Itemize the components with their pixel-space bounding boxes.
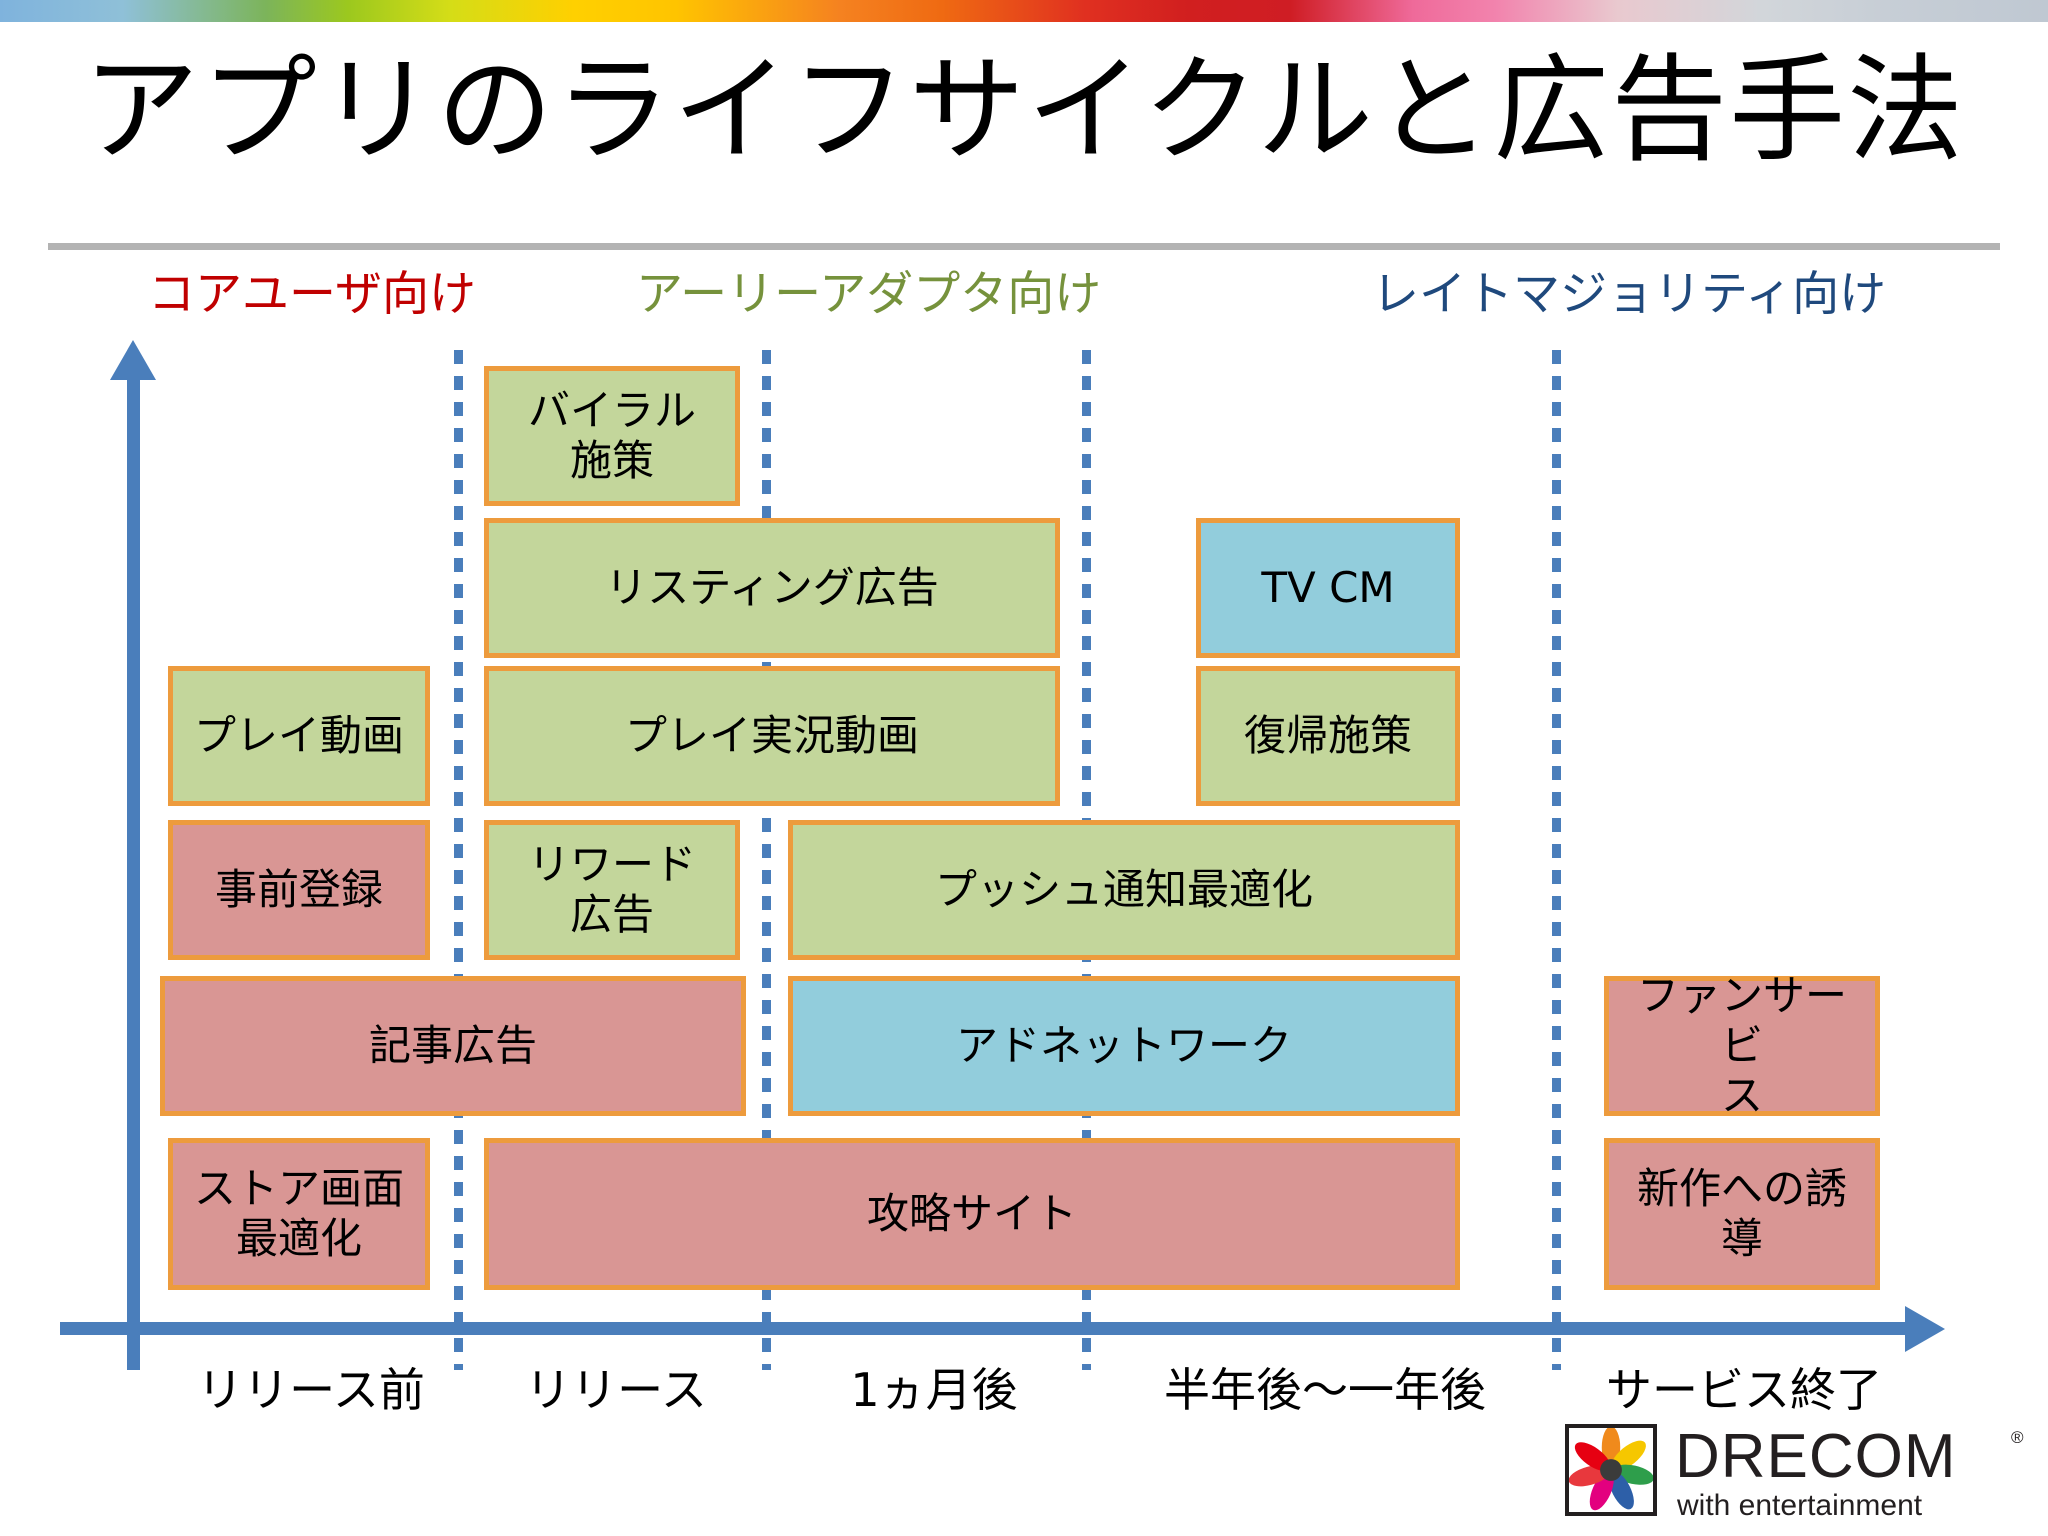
- rainbow-gradient-bar: [0, 0, 2048, 22]
- tactic-box-play-video[interactable]: プレイ動画: [168, 666, 430, 806]
- tactic-box-article-ads[interactable]: 記事広告: [160, 976, 746, 1116]
- tactic-box-push-notification-optimization[interactable]: プッシュ通知最適化: [788, 820, 1460, 960]
- phase-divider-4: [1552, 350, 1561, 1370]
- tactic-box-walkthrough-site[interactable]: 攻略サイト: [484, 1138, 1460, 1290]
- rainbow-fade: [0, 22, 2048, 36]
- x-axis-line: [60, 1322, 1912, 1335]
- phase-divider-1: [454, 350, 463, 1370]
- tactic-box-preregistration[interactable]: 事前登録: [168, 820, 430, 960]
- drecom-tagline: with entertainment: [1677, 1489, 1923, 1522]
- registered-trademark-icon: ®: [2011, 1428, 2024, 1447]
- segment-header-late-majority: レイトマジョリティ向け: [1372, 267, 1887, 320]
- drecom-logo: DRECOM ® with entertainment: [1565, 1424, 2035, 1528]
- tactic-box-return-campaign[interactable]: 復帰施策: [1196, 666, 1460, 806]
- tactic-box-new-title-funnel[interactable]: 新作への誘導: [1604, 1138, 1880, 1290]
- axis-tick-pre-release: リリース前: [197, 1363, 425, 1417]
- x-axis-arrowhead-icon: [1905, 1306, 1945, 1352]
- tactic-box-fan-service[interactable]: ファンサービス: [1604, 971, 1880, 1120]
- axis-tick-service-end: サービス終了: [1606, 1363, 1882, 1417]
- y-axis-line: [127, 372, 140, 1370]
- drecom-flower-icon: [1565, 1424, 1657, 1516]
- segment-header-early-adopters: アーリーアダプタ向け: [636, 267, 1102, 320]
- tactic-box-tv-cm[interactable]: TV CM: [1196, 518, 1460, 658]
- tactic-box-listing-ads[interactable]: リスティング広告: [484, 518, 1060, 658]
- drecom-wordmark: DRECOM: [1675, 1422, 1957, 1491]
- axis-tick-release: リリース: [525, 1363, 707, 1417]
- axis-tick-one-month: 1ヵ月後: [850, 1363, 1018, 1417]
- tactic-box-play-commentary-video[interactable]: プレイ実況動画: [484, 666, 1060, 806]
- tactic-box-reward-ads[interactable]: リワード広告: [484, 820, 740, 960]
- phase-divider-2: [762, 350, 771, 1370]
- axis-tick-half-to-one-year: 半年後～一年後: [1164, 1363, 1486, 1417]
- segment-header-core-users: コアユーザ向け: [148, 267, 477, 320]
- tactic-box-viral[interactable]: バイラル施策: [484, 366, 740, 506]
- page-title: アプリのライフサイクルと広告手法: [82, 43, 1966, 178]
- tactic-box-store-page-optimization[interactable]: ストア画面最適化: [168, 1138, 430, 1290]
- tactic-box-ad-network[interactable]: アドネットワーク: [788, 976, 1460, 1116]
- title-divider-rule: [48, 243, 2000, 250]
